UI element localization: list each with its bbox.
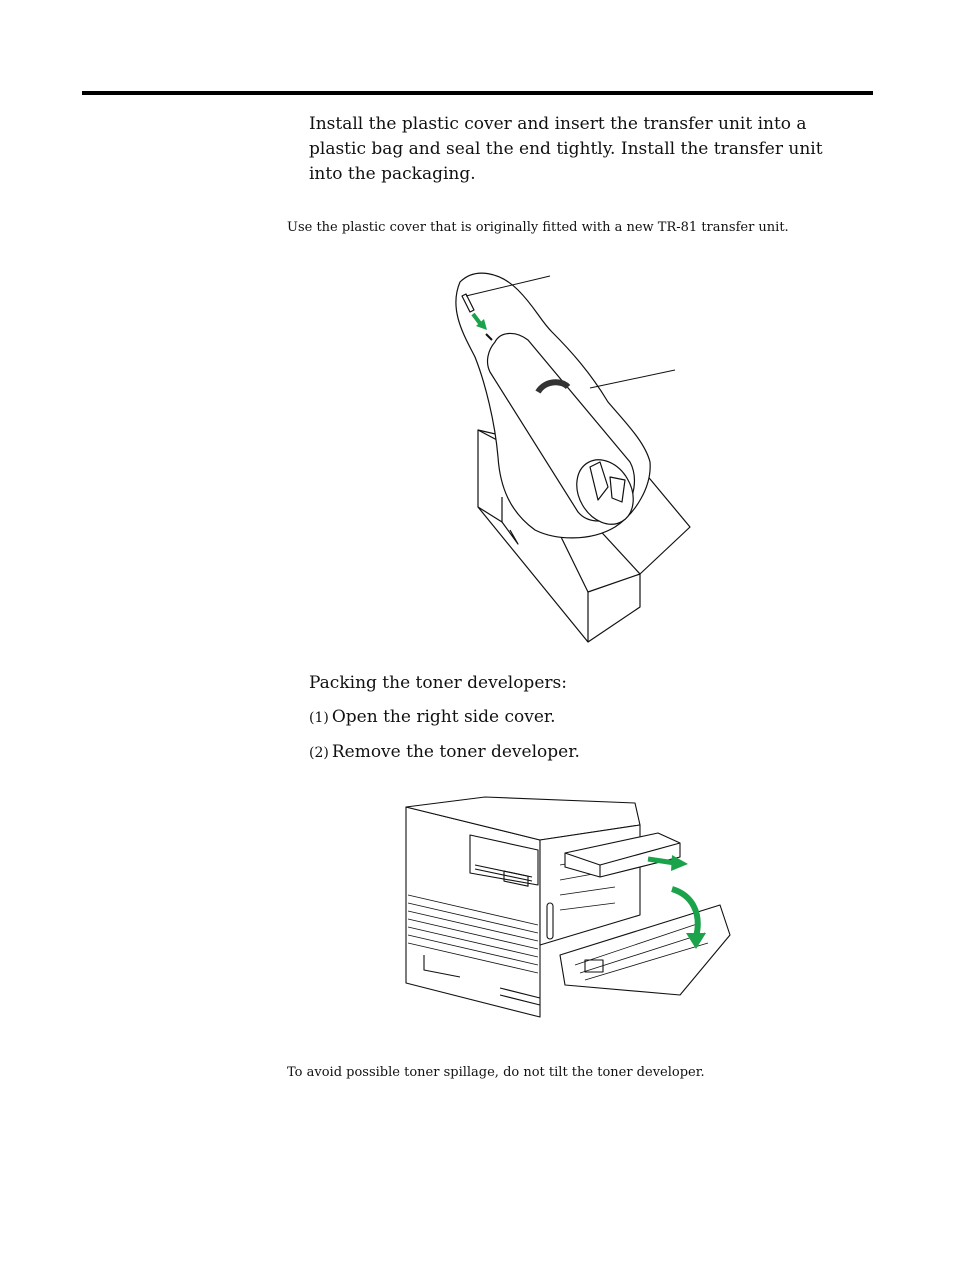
step-1-text: Open the right side cover. <box>331 707 556 727</box>
cover-ribs <box>574 922 709 981</box>
step-1-number: (1) <box>309 710 329 726</box>
instruction-paragraph: Install the plastic cover and insert the… <box>309 114 823 184</box>
step-2-text: Remove the toner developer. <box>331 742 580 762</box>
insert-arrow-icon <box>471 312 487 330</box>
transfer-unit-bracket <box>609 476 626 503</box>
front-vents <box>407 894 539 974</box>
printer-top <box>405 796 641 841</box>
tape-band <box>535 379 571 394</box>
note-toner-spillage: To avoid possible toner spillage, do not… <box>287 1065 705 1080</box>
step-2: (2)Remove the toner developer. <box>309 741 580 764</box>
box-flap-tab <box>501 521 519 545</box>
step-1: (1)Open the right side cover. <box>309 706 556 729</box>
leader-line-cover <box>465 275 551 297</box>
leader-line-bag <box>589 369 676 389</box>
transfer-unit-end <box>576 459 634 525</box>
cover-label <box>584 959 604 973</box>
transfer-unit-packaging-figure <box>455 272 691 643</box>
note-plastic-cover: Use the plastic cover that is originally… <box>287 220 789 235</box>
printer-base <box>423 955 461 978</box>
plastic-cover-piece <box>461 293 475 313</box>
pull-arrow-icon <box>647 855 688 871</box>
side-handle <box>546 902 554 940</box>
open-cover-arrow-icon <box>670 886 706 949</box>
control-buttons <box>474 864 533 882</box>
control-panel <box>469 834 539 886</box>
transfer-unit-bracket <box>589 461 609 501</box>
printer-toner-removal-figure <box>405 796 731 1018</box>
step-2-number: (2) <box>309 745 329 761</box>
transfer-unit-shaft <box>485 333 493 341</box>
toner-section-heading: Packing the toner developers: <box>309 673 567 693</box>
printer-base-slot <box>499 987 541 1006</box>
header-rule <box>82 91 873 95</box>
toner-developer <box>564 832 681 878</box>
